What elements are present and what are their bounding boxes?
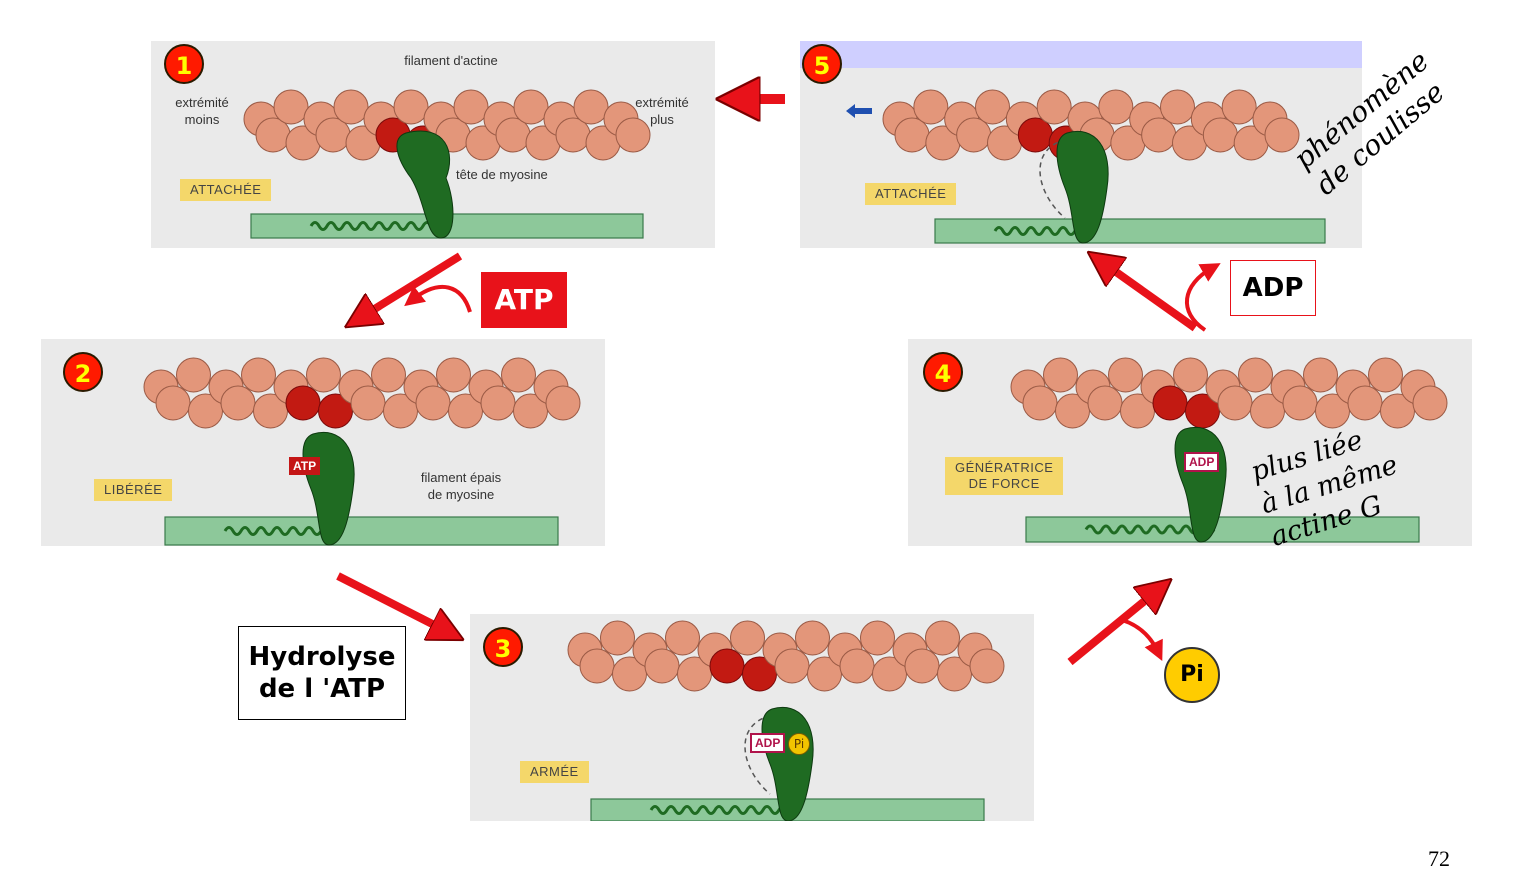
- plus-end-label: extrémité plus: [635, 95, 689, 127]
- actin-monomer: [1303, 357, 1338, 393]
- panel-5-illustration: [882, 89, 1326, 244]
- actin-monomer: [975, 89, 1010, 125]
- atp-tag: ATP: [289, 457, 321, 475]
- actin-filament-label: filament d'actine: [404, 53, 498, 68]
- myosin-tail: [223, 526, 339, 536]
- pi-release-arrow: [1121, 618, 1163, 662]
- step-5-badge: 5: [802, 44, 842, 84]
- actin-monomer: [925, 620, 960, 656]
- actin-monomer: [1108, 357, 1143, 393]
- panel-3-illustration: [567, 620, 1005, 821]
- state-released-label: LIBÉRÉE: [94, 479, 173, 501]
- atp-callout: ATP: [481, 272, 567, 328]
- actin-monomer: [545, 385, 581, 421]
- actin-monomer: [615, 117, 651, 153]
- myosin-tail: [1084, 524, 1216, 535]
- thick-filament: [164, 516, 559, 546]
- actin-monomer: [436, 357, 471, 393]
- step-3-badge: 3: [483, 627, 523, 667]
- actin-monomer: [860, 620, 895, 656]
- actin-monomer: [273, 89, 309, 125]
- panel-4-illustration: [1010, 357, 1448, 543]
- adp-tag: ADP: [1184, 452, 1220, 472]
- actin-monomer: [969, 648, 1005, 684]
- myosin-tail: [649, 805, 797, 815]
- panel-2-illustration: [143, 357, 581, 546]
- actin-monomer: [1264, 117, 1300, 153]
- pi-tag: Pi: [788, 733, 810, 755]
- myosin-head: [396, 130, 454, 239]
- actin-monomer: [176, 357, 211, 393]
- actin-monomer: [1173, 357, 1208, 393]
- state-attached-label: ATTACHÉE: [180, 179, 272, 201]
- panel-2-released: 2 ATP LIBÉRÉE filament épais de myosine: [41, 339, 605, 546]
- actin-monomer: [371, 357, 406, 393]
- minus-end-label: extrémité moins: [175, 95, 229, 127]
- actin-monomer: [730, 620, 765, 656]
- arrow-4-to-5: [1102, 262, 1198, 332]
- myosin-head-label: tête de myosine: [456, 167, 548, 182]
- highlight-bar: [800, 41, 1362, 68]
- thick-filament: [934, 218, 1326, 244]
- actin-monomer: [241, 357, 276, 393]
- arrow-2-to-3: [336, 572, 448, 632]
- state-force-generating-label: GÉNÉRATRICE DE FORCE: [945, 457, 1064, 495]
- state-armed-label: ARMÉE: [520, 761, 589, 783]
- panel-3-armed: 3 ADP Pi ARMÉE: [470, 614, 1034, 821]
- actin-monomer: [1412, 385, 1448, 421]
- actin-monomer: [1238, 357, 1273, 393]
- actin-monomer: [795, 620, 830, 656]
- adp-tag: ADP: [750, 733, 786, 753]
- actin-monomer: [913, 89, 949, 125]
- panel-4-force-generating: 4 ADP GÉNÉRATRICE DE FORCE: [908, 339, 1472, 546]
- actin-monomer: [333, 89, 369, 125]
- arrow-3-to-4: [1067, 590, 1158, 666]
- myosin-head: [1056, 131, 1109, 244]
- panel-1-illustration: [243, 89, 651, 239]
- actin-monomer: [1221, 89, 1257, 125]
- actin-monomer: [665, 620, 700, 656]
- adp-callout: ADP: [1230, 260, 1316, 316]
- myosin-tail: [309, 221, 441, 231]
- actin-monomer: [393, 89, 429, 125]
- thick-filament: [1025, 516, 1420, 543]
- actin-monomer: [306, 357, 341, 393]
- panel-1-attached: 1 filament d'actine extrémité moins extr…: [151, 41, 715, 248]
- actin-monomer: [1368, 357, 1403, 393]
- state-attached-label: ATTACHÉE: [865, 183, 957, 205]
- actin-monomer: [1160, 89, 1195, 125]
- actin-monomer: [600, 620, 635, 656]
- hydrolysis-callout: Hydrolyse de l 'ATP: [238, 626, 406, 720]
- atp-input-arrow: [404, 284, 472, 313]
- actin-monomer: [501, 357, 536, 393]
- actin-monomer: [573, 89, 609, 125]
- panel-5-attached: 5 ATTACHÉE: [800, 41, 1362, 248]
- step-4-badge: 4: [923, 352, 963, 392]
- pi-callout: Pi: [1164, 647, 1220, 703]
- adp-release-arrow: [1185, 263, 1221, 332]
- step-2-badge: 2: [63, 352, 103, 392]
- step-1-badge: 1: [164, 44, 204, 84]
- actin-monomer: [1036, 89, 1072, 125]
- actin-monomer: [513, 89, 549, 125]
- page-number: 72: [1428, 846, 1450, 871]
- actin-monomer: [453, 89, 489, 125]
- thick-filament-label: filament épais de myosine: [420, 470, 502, 502]
- actin-monomer: [1098, 89, 1134, 125]
- shift-arrow-icon: [846, 104, 872, 118]
- actin-monomer: [1043, 357, 1078, 393]
